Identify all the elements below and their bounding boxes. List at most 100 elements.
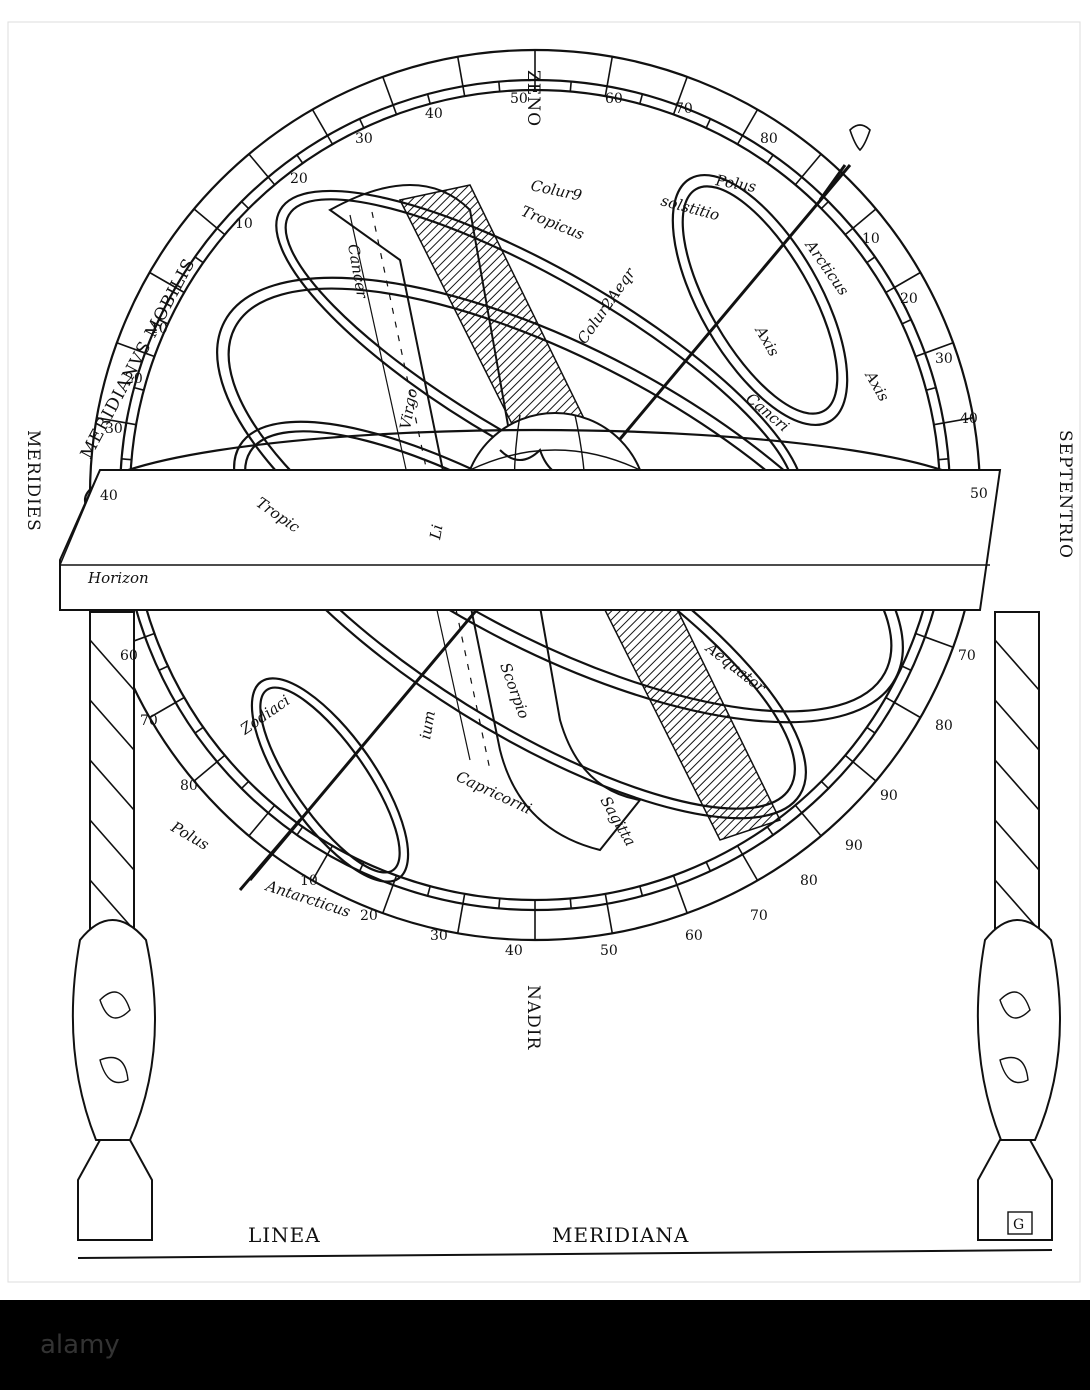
stand-legs: [71, 611, 1061, 1241]
scale-upper-right-3: 80: [760, 131, 778, 147]
scale-upper-left-1: 30: [355, 131, 373, 147]
ring-tick: [133, 386, 145, 391]
ring-divider: [248, 812, 269, 837]
ring-tick: [915, 632, 926, 638]
label-nadir: NADIR: [523, 985, 543, 1050]
ring-tick: [915, 352, 926, 358]
ring-tick: [144, 352, 155, 358]
watermark-strip: alamy: [0, 1300, 1090, 1390]
ring-divider: [676, 884, 688, 914]
ring-tick: [705, 118, 712, 129]
ring-tick: [194, 256, 204, 264]
ring-tick: [326, 135, 334, 145]
ring-tick: [766, 154, 774, 164]
ring-tick: [121, 458, 132, 461]
ring-tick: [194, 726, 204, 734]
label-polus-top: Polus: [713, 171, 757, 196]
scale-right-3: 40: [960, 411, 978, 427]
ring-tick: [267, 176, 276, 186]
ring-divider: [943, 416, 974, 424]
ring-divider: [606, 903, 614, 934]
ring-tick: [240, 200, 250, 210]
scale-right-lower-2: 90: [880, 788, 898, 804]
scale-left-0: 10: [150, 321, 168, 337]
scale-bottom-right-2: 70: [750, 908, 768, 924]
scale-upper-left-0: 40: [425, 106, 443, 122]
ring-divider: [382, 76, 394, 106]
ring-divider: [852, 761, 877, 782]
ring-tick: [498, 898, 501, 909]
ring-divider: [741, 854, 759, 881]
scale-bottom-right-0: 50: [600, 943, 618, 959]
ring-tick: [462, 86, 466, 97]
ring-tick: [794, 804, 803, 814]
ring-divider: [193, 208, 218, 229]
ring-tick: [705, 861, 712, 872]
label-axis-2: Axis: [861, 366, 894, 405]
plate-mark: G: [1013, 1217, 1024, 1233]
ring-divider: [606, 56, 614, 87]
ring-tick: [216, 754, 226, 763]
ring-divider: [456, 56, 464, 87]
ring-divider: [801, 812, 822, 837]
ring-divider: [894, 701, 921, 719]
scale-right-2: 30: [935, 351, 953, 367]
pole-pins: [238, 124, 871, 891]
scale-left-1: 20: [125, 371, 143, 387]
ring-tick: [144, 632, 155, 638]
ring-tick: [639, 93, 644, 105]
scale-right-lower-0: 70: [958, 648, 976, 664]
ring-tick: [175, 696, 185, 704]
label-colurus: Colur9: [529, 176, 584, 204]
ring-tick: [126, 422, 137, 426]
scale-bottom-left-3: 40: [505, 943, 523, 959]
ring-divider: [741, 109, 759, 136]
ring-tick: [604, 893, 608, 904]
scale-left-3: 40: [100, 488, 118, 504]
ring-tick: [639, 885, 644, 897]
ring-tick: [462, 893, 466, 904]
ring-tick: [604, 86, 608, 97]
ring-divider: [924, 342, 954, 354]
ring-tick: [844, 754, 854, 763]
ring-tick: [938, 458, 949, 461]
ring-divider: [924, 636, 954, 648]
label-meridiana: MERIDIANA: [552, 1223, 689, 1247]
ring-tick: [358, 118, 365, 129]
ring-tick: [426, 93, 431, 105]
label-cancri: Cancri: [742, 389, 792, 435]
ring-tick: [392, 104, 398, 115]
scale-upper-left-2: 20: [290, 171, 308, 187]
scale-upper-right-1: 60: [605, 91, 623, 107]
ring-tick: [498, 81, 501, 92]
ring-divider: [149, 271, 176, 289]
ring-divider: [116, 342, 146, 354]
ring-divider: [193, 761, 218, 782]
ring-tick: [216, 227, 226, 236]
ring-tick: [794, 176, 803, 186]
ring-tick: [240, 780, 250, 790]
ring-tick: [866, 726, 876, 734]
ring-tick: [820, 780, 830, 790]
label-virgo: Virgo: [396, 387, 421, 431]
horizon-plate: [59, 428, 1002, 611]
label-arcticus: Arcticus: [801, 235, 853, 299]
ring-divider: [248, 153, 269, 178]
ring-tick: [672, 104, 678, 115]
scale-bottom-right-1: 60: [685, 928, 703, 944]
ring-tick: [158, 318, 169, 325]
label-meridianus-mobilis: MERIDIANVS MOBILIS: [77, 255, 200, 462]
ring-tick: [766, 826, 774, 836]
ring-tick: [885, 696, 895, 704]
label-tropicus: Tropicus: [519, 202, 588, 244]
ring-tick: [175, 286, 185, 294]
ring-tick: [866, 256, 876, 264]
label-axis-1: Axis: [751, 321, 784, 360]
watermark-text: alamy: [40, 1330, 120, 1360]
label-signum: ium: [416, 709, 439, 740]
label-libra: Li: [426, 523, 446, 542]
scale-bottom-left-0: 10: [300, 873, 318, 889]
ring-divider: [852, 208, 877, 229]
ring-divider: [311, 109, 329, 136]
